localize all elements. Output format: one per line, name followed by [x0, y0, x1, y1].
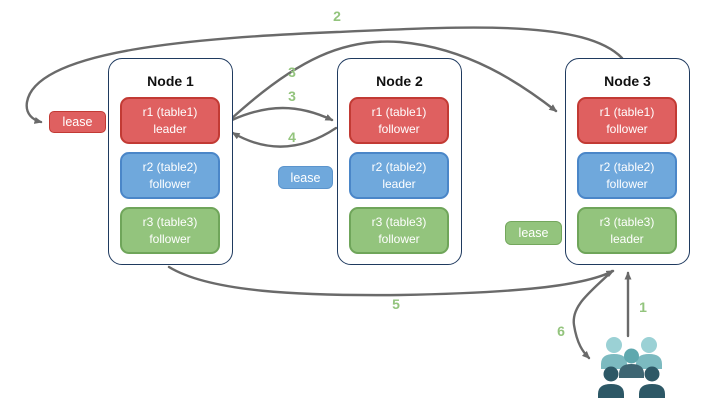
replica-role: follower [378, 231, 420, 246]
lease-badge-r1: lease [49, 111, 106, 133]
replica-name: r2 (table2) [599, 160, 655, 175]
replica-role: follower [149, 231, 191, 246]
node1-replica-r1-leader: r1 (table1) leader [120, 97, 220, 144]
node1-replica-r3-follower: r3 (table3) follower [120, 207, 220, 254]
step-label-5: 5 [392, 296, 400, 312]
replica-role: follower [378, 121, 420, 136]
node-2: Node 2 r1 (table1) follower r2 (table2) … [337, 58, 462, 265]
arrow-step3-node1-to-node2 [230, 106, 334, 122]
arrow-step6-node3-to-users [572, 269, 614, 360]
step-label-3a: 3 [288, 64, 296, 80]
replica-name: r3 (table3) [599, 215, 655, 230]
node2-replica-r2-leader: r2 (table2) leader [349, 152, 449, 199]
replica-role: leader [610, 231, 644, 246]
node3-replica-r3-leader: r3 (table3) leader [577, 207, 677, 254]
node1-replica-r2-follower: r2 (table2) follower [120, 152, 220, 199]
node2-replica-r3-follower: r3 (table3) follower [349, 207, 449, 254]
replica-name: r2 (table2) [142, 160, 198, 175]
lease-badge-r3: lease [505, 221, 562, 245]
node2-replica-r1-follower: r1 (table1) follower [349, 97, 449, 144]
replica-name: r1 (table1) [371, 105, 427, 120]
node3-replica-r1-follower: r1 (table1) follower [577, 97, 677, 144]
replica-role: leader [153, 121, 187, 136]
node3-replica-r2-follower: r2 (table2) follower [577, 152, 677, 199]
replica-role: leader [382, 176, 416, 191]
node-2-title: Node 2 [376, 73, 423, 89]
replica-name: r2 (table2) [371, 160, 427, 175]
replica-name: r3 (table3) [371, 215, 427, 230]
replica-name: r3 (table3) [142, 215, 198, 230]
replica-role: follower [149, 176, 191, 191]
step-label-3b: 3 [288, 88, 296, 104]
step-label-1: 1 [639, 299, 647, 315]
arrow-step3-node1-to-node3 [229, 40, 558, 121]
node-1: Node 1 r1 (table1) leader r2 (table2) fo… [108, 58, 233, 265]
lease-badge-r2: lease [278, 166, 333, 189]
arrow-step4-node2-to-node1 [231, 126, 338, 148]
step-label-2: 2 [333, 8, 341, 24]
node-3: Node 3 r1 (table1) follower r2 (table2) … [565, 58, 690, 265]
users-group-icon [598, 337, 665, 398]
replica-role: follower [606, 121, 648, 136]
step-label-6: 6 [557, 323, 565, 339]
node-3-title: Node 3 [604, 73, 651, 89]
arrow-step2-node3-to-lease [25, 26, 624, 124]
replica-role: follower [606, 176, 648, 191]
arrow-step5-node1-to-node3 [167, 265, 615, 297]
replica-name: r1 (table1) [599, 105, 655, 120]
node-1-title: Node 1 [147, 73, 194, 89]
step-label-4: 4 [288, 129, 296, 145]
replica-name: r1 (table1) [142, 105, 198, 120]
